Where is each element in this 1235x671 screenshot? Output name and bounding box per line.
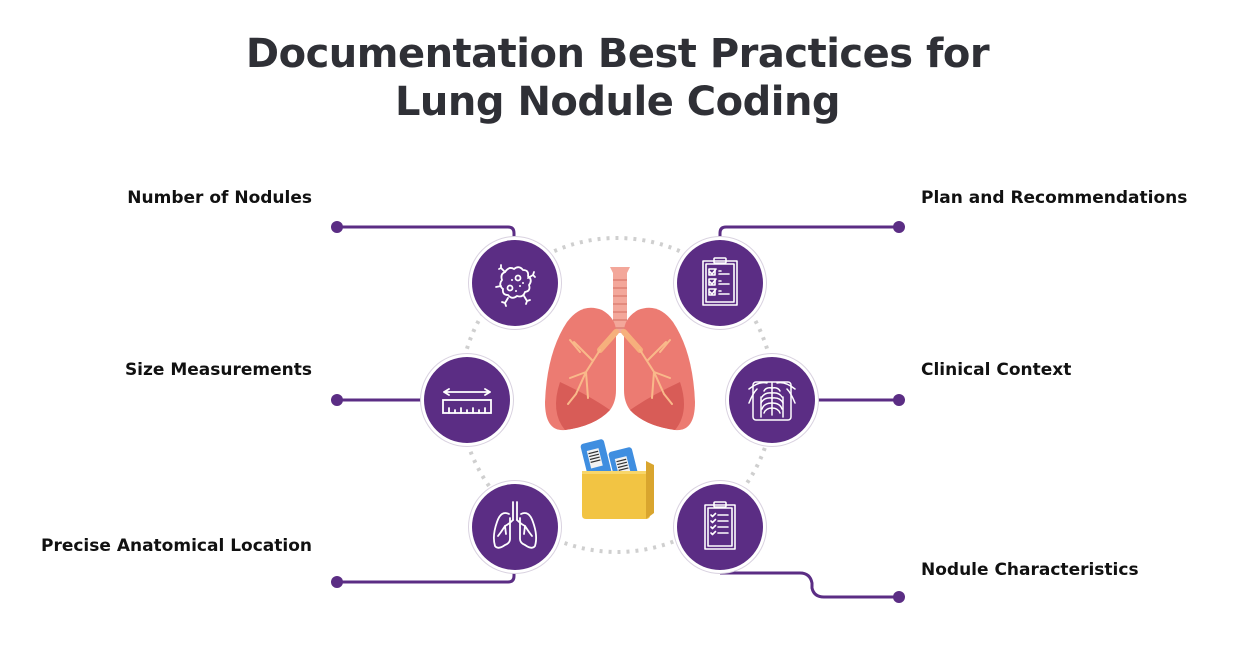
connector-number-of-nodules [337, 225, 516, 242]
clipboard-list-icon [704, 501, 736, 550]
node-size-measurements [424, 357, 510, 443]
nodule-cell-icon [495, 264, 536, 307]
ruler-measure-icon [442, 388, 492, 414]
document-icon [580, 439, 612, 479]
connector-dot [893, 394, 905, 406]
connector-dot [331, 576, 343, 588]
label-number-of-nodules: Number of Nodules [127, 188, 312, 208]
lungs-illustration [545, 267, 695, 431]
title-line-2: Lung Nodule Coding [394, 79, 841, 125]
page-title: Documentation Best Practices for Lung No… [0, 30, 1235, 126]
node-number-of-nodules [472, 240, 558, 326]
medical-records-folder [580, 439, 654, 519]
label-plan-and-recommendations: Plan and Recommendations [921, 188, 1188, 208]
chest-xray-icon [748, 381, 796, 421]
checklist-clipboard-icon [702, 257, 738, 306]
node-clinical-context [729, 357, 815, 443]
connector-plan-recommendations [718, 225, 899, 242]
connector-dot [893, 221, 905, 233]
connector-dot [893, 591, 905, 603]
connector-nodule-characteristics [720, 571, 899, 599]
label-size-measurements: Size Measurements [124, 360, 312, 380]
node-nodule-characteristics [677, 484, 763, 570]
label-nodule-characteristics: Nodule Characteristics [921, 560, 1139, 580]
connector-anatomical-location [337, 570, 516, 584]
node-plan-and-recommendations [677, 240, 763, 326]
lungs-outline-icon [492, 501, 538, 549]
connector-dot [331, 394, 343, 406]
title-line-1: Documentation Best Practices for [245, 31, 990, 77]
label-precise-anatomical-location: Precise Anatomical Location [40, 536, 312, 556]
label-clinical-context: Clinical Context [921, 360, 1072, 380]
node-precise-anatomical-location [472, 484, 558, 570]
connector-dot [331, 221, 343, 233]
